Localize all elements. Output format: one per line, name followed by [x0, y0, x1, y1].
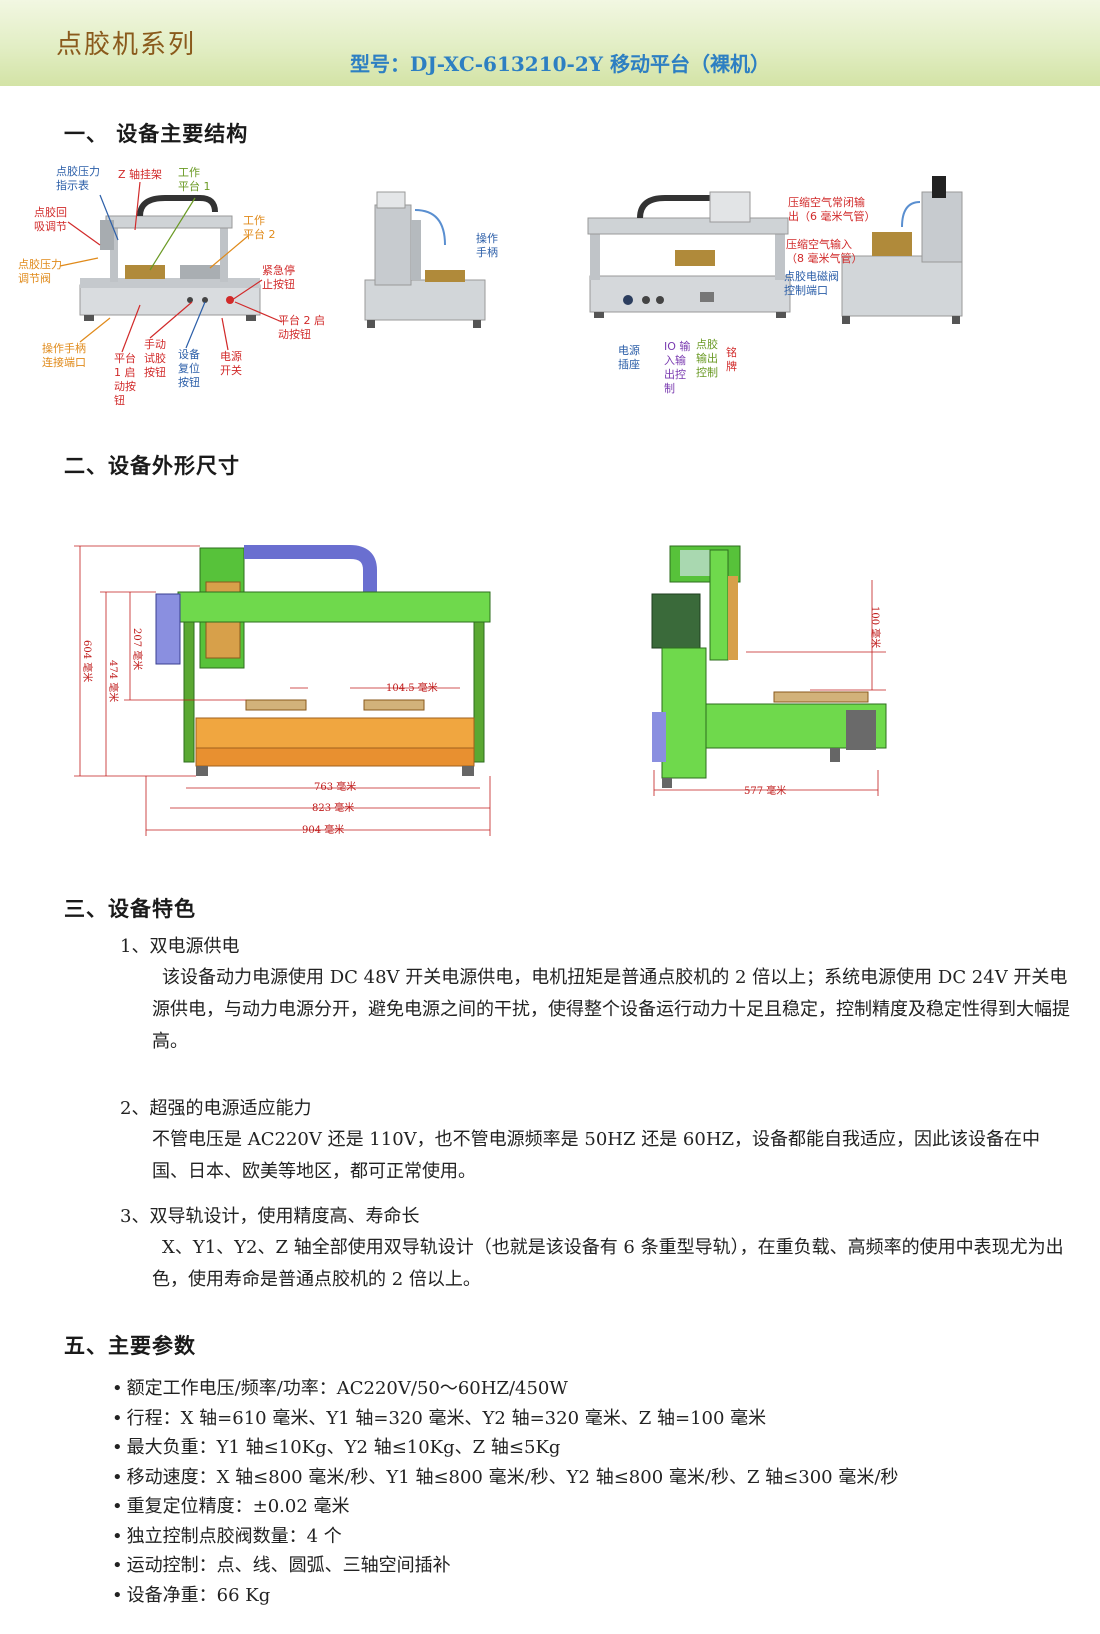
- param-list: 额定工作电压/频率/功率：AC220V/50～60HZ/450W 行程：X 轴=…: [112, 1374, 899, 1611]
- series-title: 点胶机系列: [56, 30, 197, 60]
- callout-table-1-start: 平台 1 启 动按 钮: [114, 352, 136, 407]
- callout-reset: 设备 复位 按钮: [178, 348, 200, 389]
- callout-nameplate: 铭 牌: [726, 346, 737, 373]
- callout-emergency-stop: 紧急停 止按钮: [262, 264, 295, 291]
- front-dimension-labels: 604 毫米 474 毫米 207 毫米 104.5 毫米 763 毫米 823…: [81, 628, 438, 836]
- callout-air-output: 压缩空气常闭输 出（6 毫米气管）: [788, 196, 876, 223]
- param-item: 重复定位精度：±0.02 毫米: [112, 1492, 898, 1522]
- dim-span-104: 104.5 毫米: [386, 681, 438, 694]
- callout-leader-lines: [59, 181, 283, 353]
- dim-height-474: 474 毫米: [107, 660, 120, 702]
- callout-pressure-valve: 点胶压力 调节阀: [18, 258, 62, 285]
- callout-z-hanger: Z 轴挂架: [118, 168, 163, 181]
- callout-work-table-2: 工作 平台 2: [243, 214, 276, 241]
- model-title: 型号：DJ-XC-613210-2Y 移动平台（裸机）: [350, 52, 770, 76]
- dim-width-904: 904 毫米: [302, 823, 344, 836]
- callout-solenoid-port: 点胶电磁阀 控制端口: [784, 270, 839, 297]
- param-item: 设备净重：66 Kg: [112, 1581, 898, 1611]
- param-item: 运动控制：点、线、圆弧、三轴空间插补: [112, 1551, 898, 1581]
- feature-1-body: 该设备动力电源使用 DC 48V 开关电源供电，电机扭矩是普通点胶机的 2 倍以…: [152, 967, 1070, 1052]
- section-heading-features: 三、设备特色: [64, 897, 196, 921]
- feature-2-body: 不管电压是 AC220V 还是 110V，也不管电源频率是 50HZ 还是 60…: [152, 1129, 1041, 1182]
- section-heading-params: 五、主要参数: [64, 1334, 196, 1358]
- param-item: 移动速度：X 轴≤800 毫米/秒、Y1 轴≤800 毫米/秒、Y2 轴≤800…: [112, 1463, 899, 1493]
- dim-width-823: 823 毫米: [312, 801, 354, 814]
- param-item: 行程：X 轴=610 毫米、Y1 轴=320 毫米、Y2 轴=320 毫米、Z …: [112, 1404, 898, 1434]
- header-band: [0, 0, 1100, 86]
- callout-table-2-start: 平台 2 启 动按钮: [278, 314, 325, 341]
- callout-power-switch: 电源 开关: [220, 350, 242, 377]
- callout-air-input: 压缩空气输入 （8 毫米气管）: [786, 238, 863, 265]
- feature-3-title: 3、双导轨设计，使用精度高、寿命长: [120, 1206, 420, 1227]
- machine-side-photo: [364, 191, 486, 328]
- dim-depth-577: 577 毫米: [744, 784, 786, 797]
- param-item: 独立控制点胶阀数量：4 个: [112, 1522, 898, 1552]
- callout-io-control: IO 输 入输 出控 制: [664, 340, 691, 395]
- side-dimension-labels: 100 毫米 577 毫米: [744, 606, 882, 797]
- machine-rear-side-photo: [841, 176, 963, 324]
- section-heading-dimensions: 二、设备外形尺寸: [64, 454, 240, 478]
- machine-rear-photo: [587, 191, 791, 318]
- dim-height-207: 207 毫米: [131, 628, 144, 670]
- front-dimension-drawing: [74, 545, 491, 836]
- dim-z-100: 100 毫米: [869, 606, 882, 648]
- callout-manual-test: 手动 试胶 按钮: [144, 338, 166, 379]
- param-item: 额定工作电压/频率/功率：AC220V/50～60HZ/450W: [112, 1374, 898, 1404]
- callout-handle-port: 操作手柄 连接端口: [42, 342, 86, 369]
- section-heading-structure: 一、 设备主要结构: [64, 122, 249, 146]
- param-item: 最大负重：Y1 轴≤10Kg、Y2 轴≤10Kg、Z 轴≤5Kg: [112, 1433, 898, 1463]
- dim-height-604: 604 毫米: [81, 640, 94, 682]
- side-dimension-drawing: [651, 545, 887, 796]
- feature-2-title: 2、超强的电源适应能力: [120, 1098, 312, 1119]
- feature-1-title: 1、双电源供电: [120, 936, 240, 957]
- callout-operation-handle: 操作 手柄: [476, 232, 498, 259]
- callout-dispense-output: 点胶 输出 控制: [696, 338, 718, 379]
- callout-suckback: 点胶回 吸调节: [34, 206, 67, 233]
- callout-work-table-1: 工作 平台 1: [178, 166, 211, 193]
- callout-pressure-gauge: 点胶压力 指示表: [56, 165, 100, 192]
- dim-width-763: 763 毫米: [314, 780, 356, 793]
- callout-power-socket: 电源 插座: [618, 344, 640, 371]
- feature-3-body: X、Y1、Y2、Z 轴全部使用双导轨设计（也就是该设备有 6 条重型导轨），在重…: [152, 1237, 1064, 1290]
- machine-front-photo: [79, 195, 261, 321]
